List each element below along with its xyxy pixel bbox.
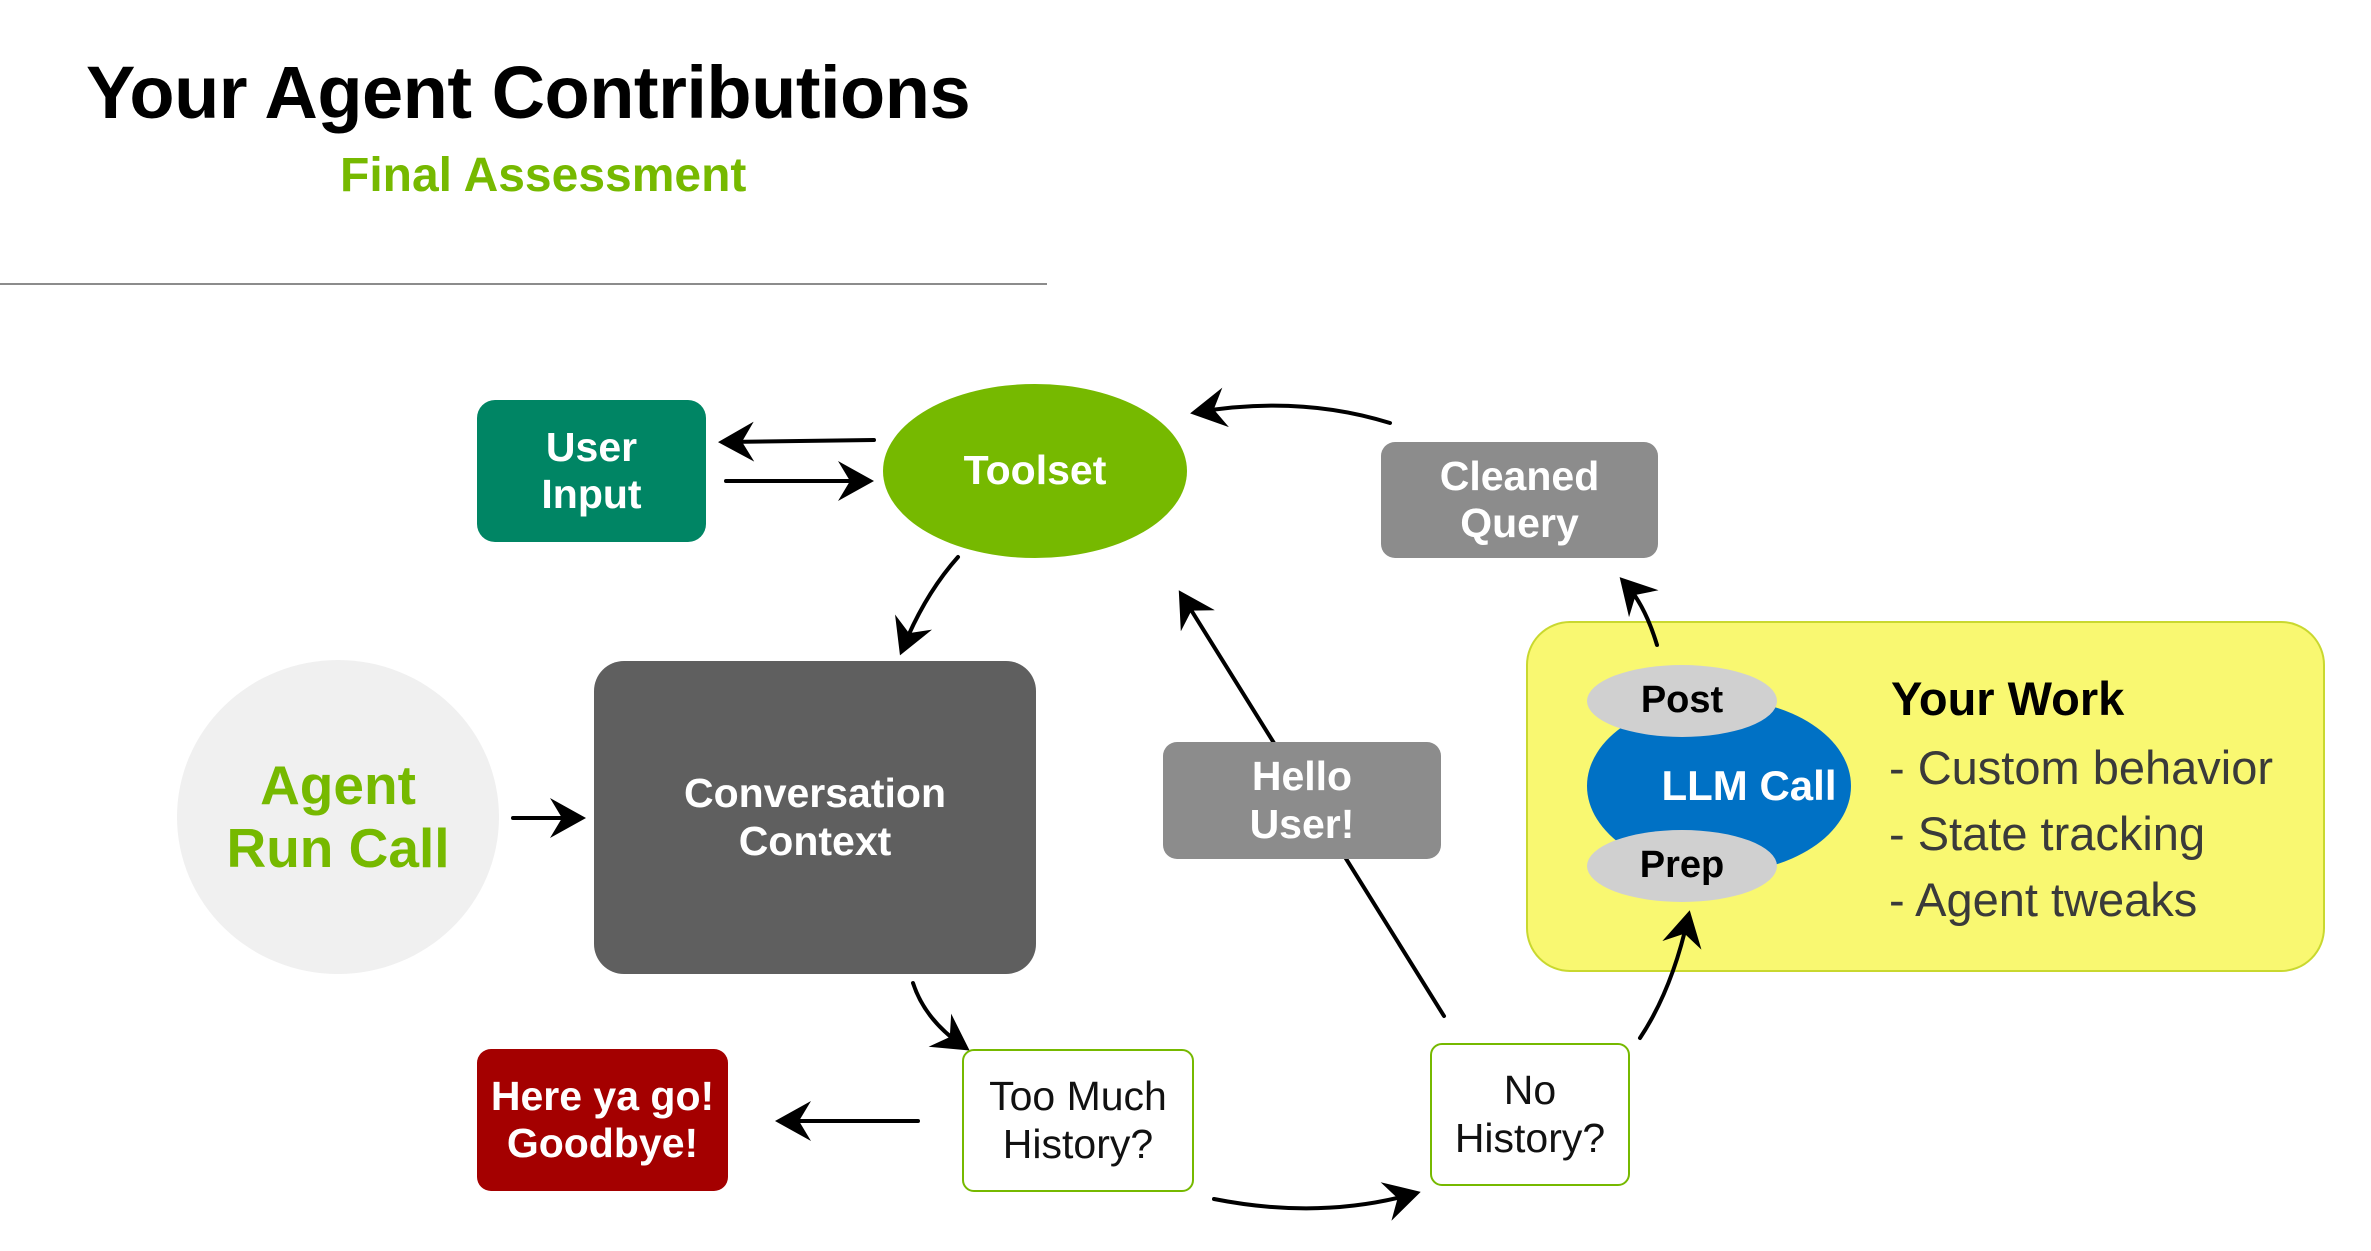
- hello-user-node: Hello User!: [1163, 742, 1441, 859]
- your-work-item: - Custom behavior: [1889, 741, 2273, 794]
- arrow-cleaned-query-to-toolset: [1190, 387, 1392, 428]
- divider: [0, 283, 1047, 285]
- no-history-label-line1: No: [1503, 1067, 1557, 1114]
- conversation-context-label-line1: Conversation: [684, 770, 946, 817]
- llm-call-label: LLM Call: [1661, 761, 1837, 809]
- arrow-no-history-to-llm: [1638, 910, 1702, 1040]
- goodbye-label-line1: Here ya go!: [490, 1072, 715, 1119]
- page-subtitle: Final Assessment: [340, 149, 747, 202]
- cleaned-query-label-line2: Query: [1460, 500, 1579, 546]
- user-input-node: User Input: [477, 400, 706, 542]
- post-label: Post: [1640, 679, 1724, 722]
- prep-label: Prep: [1639, 844, 1725, 887]
- cleaned-query-node: Cleaned Query: [1381, 442, 1658, 558]
- your-work-heading: Your Work: [1891, 672, 2125, 725]
- agent-run-call-label-line1: Agent: [260, 753, 416, 816]
- too-much-history-label-line2: History?: [1002, 1120, 1154, 1167]
- arrow-too-much-history-to-no-history: [1212, 1182, 1421, 1221]
- conversation-context-label-line2: Context: [738, 817, 892, 864]
- toolset-node: Toolset: [883, 384, 1187, 558]
- your-work-item: - State tracking: [1889, 807, 2206, 860]
- agent-run-call-label-line2: Run Call: [226, 817, 450, 879]
- no-history-node: No History?: [1430, 1043, 1630, 1186]
- too-much-history-node: Too Much History?: [962, 1049, 1194, 1192]
- prep-pill: Prep: [1587, 830, 1777, 902]
- user-input-label-line2: Input: [541, 471, 642, 517]
- conversation-context-node: Conversation Context: [594, 661, 1036, 974]
- user-input-label-line1: User: [545, 423, 638, 470]
- your-work-item: - Agent tweaks: [1889, 873, 2198, 926]
- arrow-toolset-to-context: [895, 555, 960, 656]
- hello-user-label-line1: Hello: [1251, 753, 1353, 800]
- post-pill: Post: [1587, 665, 1777, 737]
- goodbye-label-line2: Goodbye!: [506, 1120, 699, 1166]
- your-work-list: - Custom behavior - State tracking - Age…: [1889, 735, 2273, 933]
- arrow-toolset-to-user-input: [718, 421, 876, 462]
- no-history-label-line2: History?: [1454, 1114, 1606, 1161]
- arrow-context-to-too-much-history: [911, 981, 970, 1051]
- hello-user-label-line2: User!: [1249, 800, 1355, 847]
- goodbye-node: Here ya go! Goodbye!: [477, 1049, 728, 1191]
- too-much-history-label-line1: Too Much: [989, 1073, 1167, 1120]
- agent-run-call-node: Agent Run Call: [177, 660, 499, 974]
- page-title: Your Agent Contributions: [86, 51, 971, 134]
- cleaned-query-label-line1: Cleaned: [1439, 452, 1600, 499]
- toolset-label: Toolset: [963, 447, 1107, 494]
- arrow-llm-to-cleaned-query: [1619, 577, 1659, 647]
